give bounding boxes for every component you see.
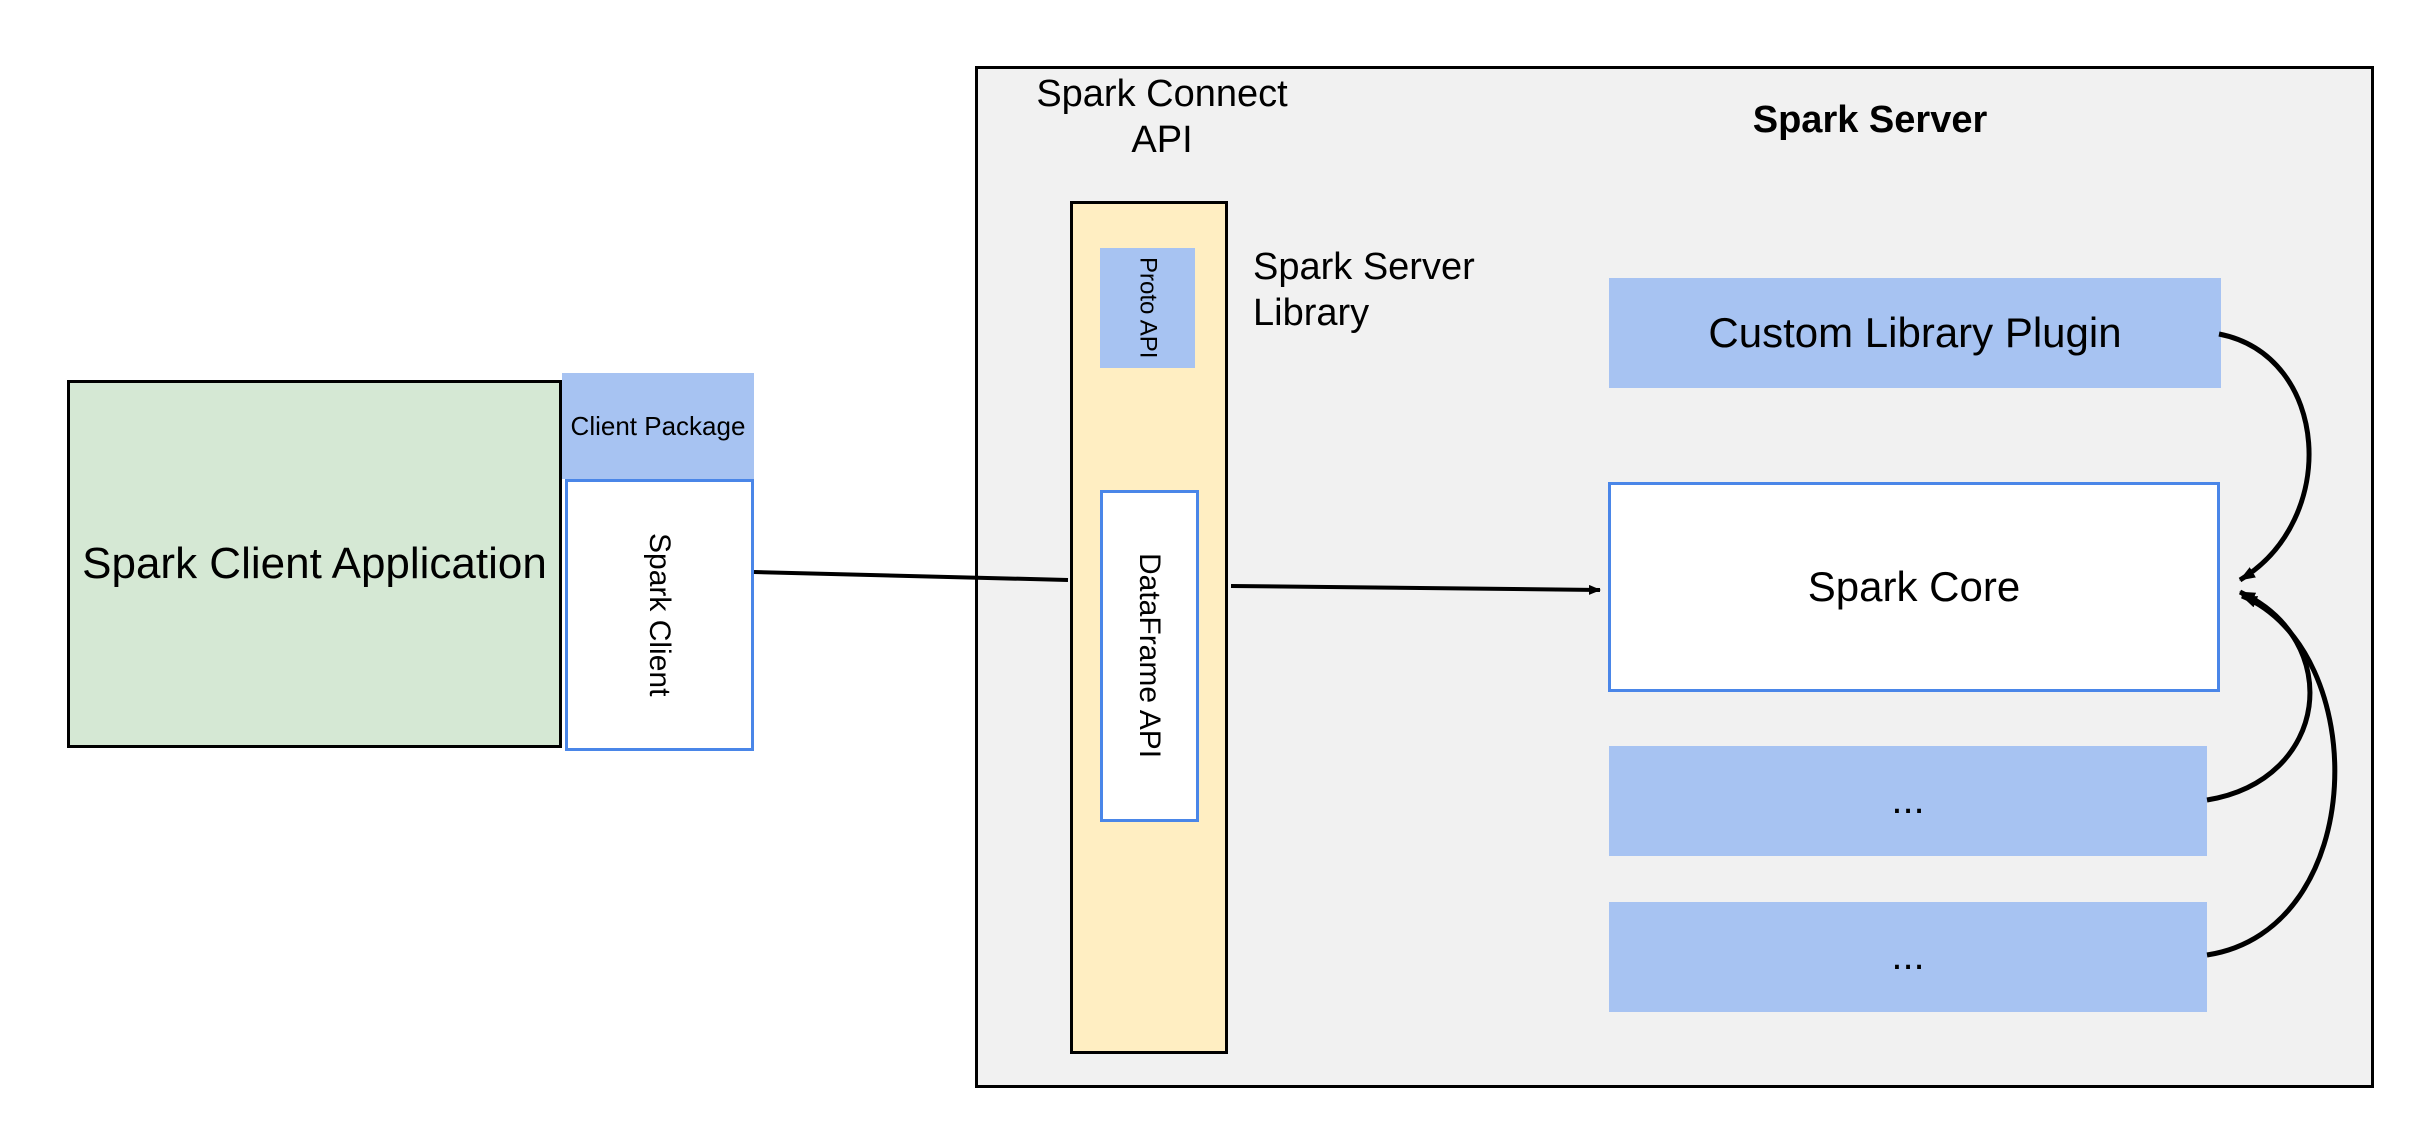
dataframe-api-box[interactable]: DataFrame API xyxy=(1100,490,1199,822)
spark-server-library-label: Spark Server Library xyxy=(1253,246,1475,334)
spark-core-box[interactable]: Spark Core xyxy=(1608,482,2220,692)
spark-client-box[interactable]: Spark Client xyxy=(565,479,754,751)
spark-client-label: Spark Client xyxy=(643,533,677,697)
proto-api-box[interactable]: Proto API xyxy=(1100,248,1195,368)
custom-library-plugin-box[interactable]: Custom Library Plugin xyxy=(1609,278,2221,388)
ellipsis-box-2[interactable]: ... xyxy=(1609,902,2207,1012)
proto-api-label: Proto API xyxy=(1134,257,1162,359)
client-package-box[interactable]: Client Package xyxy=(562,373,754,479)
ellipsis-box-1[interactable]: ... xyxy=(1609,746,2207,856)
spark-server-title: Spark Server xyxy=(1752,99,1988,141)
spark-connect-api-label: Spark Connect API xyxy=(1036,73,1288,161)
spark-client-application-box[interactable]: Spark Client Application xyxy=(67,380,562,748)
dataframe-api-label: DataFrame API xyxy=(1133,553,1167,759)
